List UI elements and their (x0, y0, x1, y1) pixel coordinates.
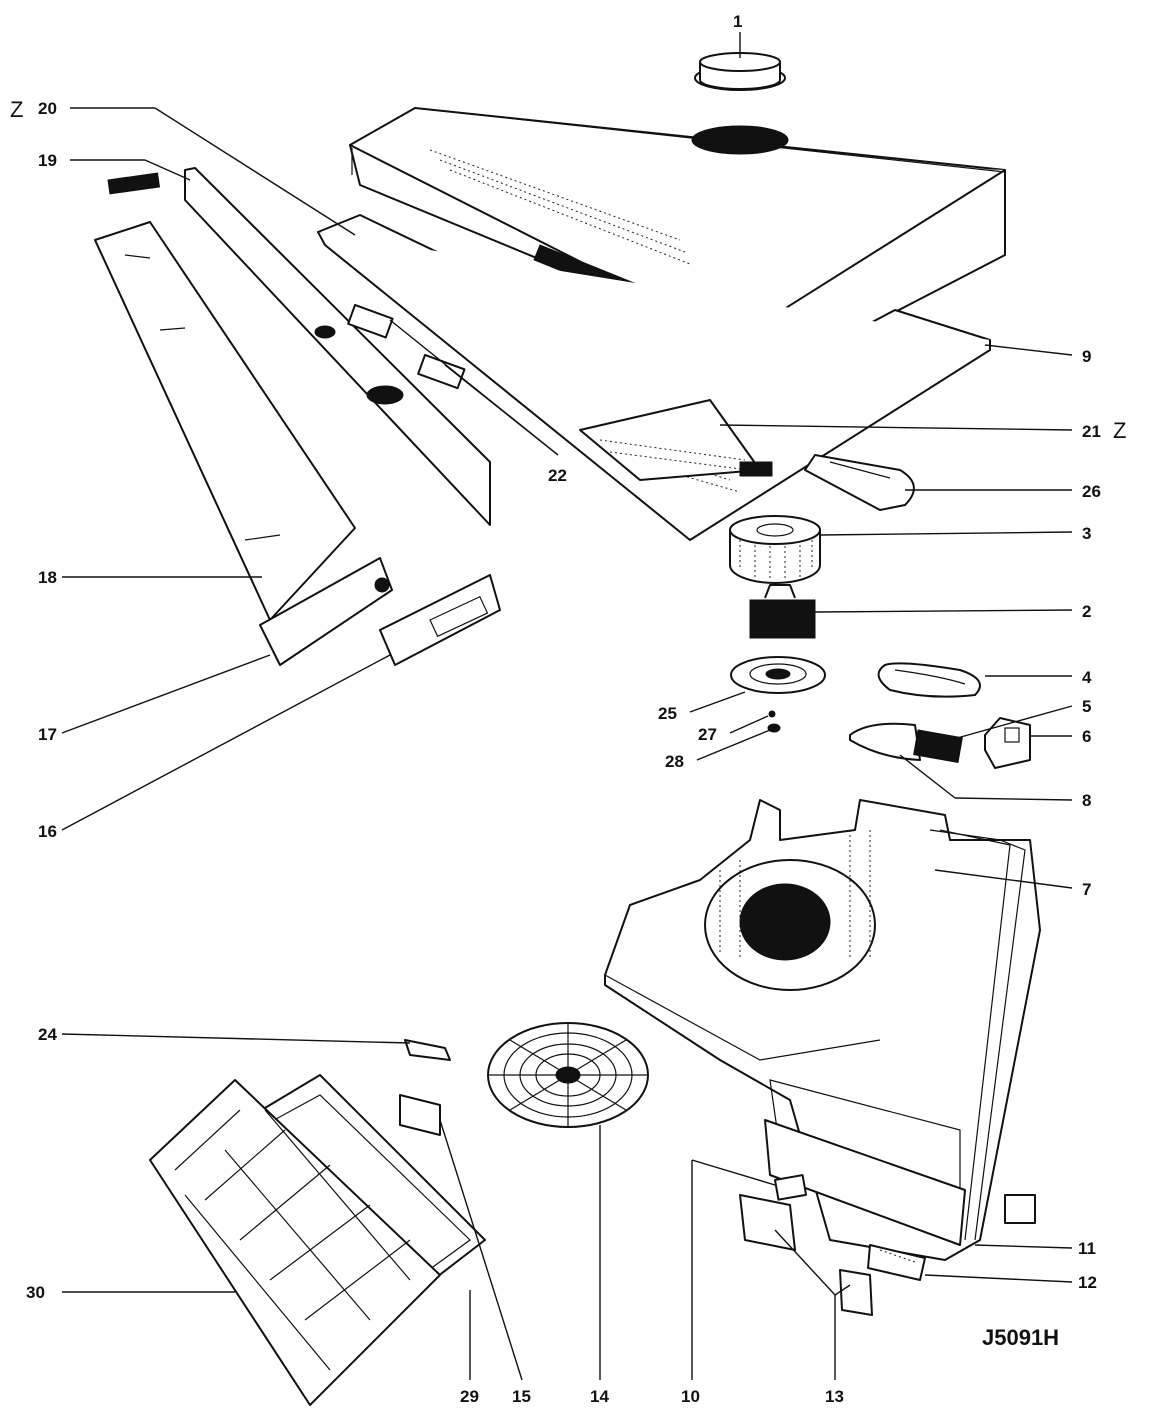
callout-21: 21 (1082, 422, 1101, 441)
part-clip-10 (774, 1174, 808, 1201)
leader-13c (834, 1284, 851, 1296)
leader-10b (691, 1159, 776, 1186)
callout-labels: 1 2 3 4 5 6 7 8 9 10 11 12 13 14 15 16 1… (10, 12, 1126, 1406)
drawing-code: J5091H (982, 1325, 1059, 1350)
part-front-trim (107, 167, 491, 526)
leader-15 (439, 1119, 523, 1381)
part-bracket-15 (399, 1094, 441, 1136)
leader-27 (729, 715, 769, 734)
callout-19: 19 (38, 151, 57, 170)
leader-2 (814, 609, 1073, 613)
callout-16: 16 (38, 822, 57, 841)
part-round-filter (487, 1022, 649, 1128)
callout-20: 20 (38, 99, 57, 118)
callout-13: 13 (825, 1387, 844, 1406)
callout-4: 4 (1082, 668, 1092, 687)
part-motor (749, 584, 816, 639)
leader-13b (774, 1229, 836, 1296)
leader-24 (61, 1033, 411, 1044)
callout-5: 5 (1082, 697, 1091, 716)
part-control-strip (764, 1119, 966, 1246)
part-screw (768, 710, 776, 718)
part-nut (767, 723, 781, 733)
part-bottom-rail (259, 557, 393, 666)
callout-18: 18 (38, 568, 57, 587)
section-marker-z-right: Z (1113, 418, 1126, 443)
callout-17: 17 (38, 725, 57, 744)
part-lamp-bulb (849, 722, 963, 764)
leader-12 (924, 1274, 1073, 1283)
leader-16 (61, 654, 391, 831)
leader-9 (984, 344, 1073, 356)
part-blower-housing (604, 799, 1041, 1261)
leader-8b (899, 754, 956, 799)
leader-lines (61, 32, 1073, 1381)
callout-9: 9 (1082, 347, 1091, 366)
part-glass-panel (94, 221, 356, 621)
part-control-panel (379, 574, 501, 666)
part-filter-mesh (579, 399, 773, 481)
leader-25 (689, 691, 746, 713)
part-clip-13b (839, 1269, 873, 1316)
callout-14: 14 (590, 1387, 609, 1406)
callout-27: 27 (698, 725, 717, 744)
callout-24: 24 (38, 1025, 57, 1044)
leader-28 (696, 729, 771, 761)
part-filter-tray (317, 214, 991, 541)
callout-2: 2 (1082, 602, 1091, 621)
part-switch (867, 1244, 926, 1281)
callout-15: 15 (512, 1387, 531, 1406)
leader-7 (934, 869, 1073, 889)
leader-19b (144, 159, 191, 181)
leader-3 (819, 531, 1073, 536)
part-lamp-cover (804, 454, 915, 511)
callout-22: 22 (548, 466, 567, 485)
callout-10: 10 (681, 1387, 700, 1406)
part-motor-flange (730, 656, 826, 694)
callout-3: 3 (1082, 524, 1091, 543)
leader-21 (719, 424, 1073, 431)
callout-6: 6 (1082, 727, 1091, 746)
callout-29: 29 (460, 1387, 479, 1406)
part-clip-right (1004, 1194, 1036, 1224)
leader-11 (974, 1244, 1073, 1249)
leader-8 (954, 797, 1073, 801)
callout-1: 1 (733, 12, 742, 31)
part-duct-collar (694, 52, 786, 91)
leader-5 (949, 705, 1073, 741)
part-lamp-socket (984, 717, 1031, 769)
leader-17 (61, 654, 271, 734)
part-bracket-24 (404, 1039, 451, 1061)
section-marker-z-top: Z (10, 97, 23, 122)
callout-26: 26 (1082, 482, 1101, 501)
callout-8: 8 (1082, 791, 1091, 810)
part-filter-cassette (149, 1079, 441, 1406)
callout-30: 30 (26, 1283, 45, 1302)
callout-12: 12 (1078, 1273, 1097, 1292)
part-gasket (877, 662, 981, 698)
callout-25: 25 (658, 704, 677, 723)
callout-7: 7 (1082, 880, 1091, 899)
part-fan-impeller (729, 515, 821, 584)
part-slide-switch-a (347, 304, 394, 339)
leader-20b (154, 107, 356, 236)
callout-28: 28 (665, 752, 684, 771)
leader-22b (444, 364, 559, 456)
callout-11: 11 (1078, 1239, 1096, 1258)
part-slide-switch-b (417, 353, 466, 390)
